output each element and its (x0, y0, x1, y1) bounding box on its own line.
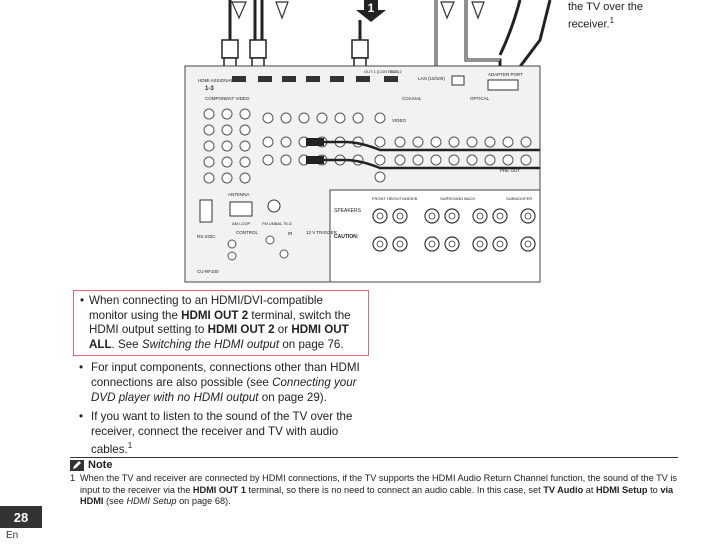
speaker-terminals (372, 208, 536, 252)
caution-label: CAUTION: (334, 234, 359, 240)
note-pencil-icon (70, 459, 84, 471)
speaker-section (329, 189, 541, 283)
speakers-label: SPEAKERS (334, 208, 362, 214)
svg-text:SUBWOOFER: SUBWOOFER (506, 196, 532, 201)
bullet-hdmi-out2: When connecting to an HDMI/DVI-compatibl… (73, 290, 369, 357)
hdmi-plugs (221, 39, 369, 73)
bullet-list: When connecting to an HDMI/DVI-compatibl… (73, 290, 369, 463)
link-hdmi-setup[interactable]: HDMI Setup (126, 496, 177, 507)
note-body: 1 When the TV and receiver are connected… (70, 473, 678, 507)
page-language: En (6, 530, 19, 541)
svg-text:CONTROL: CONTROL (236, 230, 258, 235)
svg-text:CU-RF100: CU-RF100 (197, 269, 219, 274)
svg-text:1-3: 1-3 (205, 86, 214, 92)
optical-label: OPTICAL (470, 96, 490, 101)
fm-antenna-jack (267, 199, 281, 213)
svg-text:IR: IR (288, 231, 293, 236)
cable-number: 1 (368, 1, 375, 15)
svg-text:OUT 2: OUT 2 (390, 69, 402, 74)
bullet-other-connections: For input components, connections other … (79, 361, 369, 405)
note-heading: Note (70, 459, 112, 471)
note-divider (70, 457, 678, 458)
audio-cable (318, 140, 540, 170)
diagram-caption: the TV over the receiver.1 (568, 1, 644, 31)
svg-text:SURROUND BACK: SURROUND BACK (440, 196, 475, 201)
hdmi-row: HDMI ASSIGNABLE 1-3 OUT 1 (CONTROL) OUT … (198, 69, 523, 92)
input-arrows (231, 1, 485, 20)
link-switching-hdmi-output[interactable]: Switching the HDMI output (141, 337, 280, 351)
svg-text:12 V TRIGGER: 12 V TRIGGER (306, 230, 338, 235)
hdmi-out-arrow: 1 (356, 0, 386, 22)
svg-text:HDMI ASSIGNABLE: HDMI ASSIGNABLE (198, 78, 239, 83)
svg-text:FM UNBAL 75 Ω: FM UNBAL 75 Ω (262, 221, 292, 226)
svg-text:ADAPTER PORT: ADAPTER PORT (488, 72, 523, 77)
svg-text:FRONT HEIGHT/WIDE/B: FRONT HEIGHT/WIDE/B (372, 196, 418, 201)
receiver-rear-panel-diagram: 1 HDMI ASSIGNABLE 1-3 (184, 0, 552, 283)
bullet-tv-sound: If you want to listen to the sound of th… (79, 410, 369, 458)
audio-cable-plugs (306, 138, 324, 164)
control-jacks (227, 235, 289, 261)
svg-text:COMPONENT VIDEO: COMPONENT VIDEO (205, 96, 250, 101)
video-label: VIDEO (392, 118, 407, 123)
link-dvd-no-hdmi[interactable]: Connecting your DVD player with no HDMI … (91, 375, 357, 404)
svg-text:OUT 1 (CONTROL): OUT 1 (CONTROL) (364, 69, 400, 74)
svg-text:RS-232C: RS-232C (197, 234, 216, 239)
svg-text:LAN (10/100): LAN (10/100) (418, 76, 445, 81)
svg-text:AM LOOP: AM LOOP (232, 221, 251, 226)
preout-label: PRE OUT (500, 168, 520, 173)
antenna-label: ANTENNA (228, 192, 250, 197)
am-loop-terminal (229, 201, 253, 217)
rca-jacks: COMPONENT VIDEO (203, 96, 532, 184)
rs232c-port (199, 199, 213, 223)
page-number: 28 (0, 506, 42, 528)
coaxial-label: COAXIAL (402, 96, 422, 101)
